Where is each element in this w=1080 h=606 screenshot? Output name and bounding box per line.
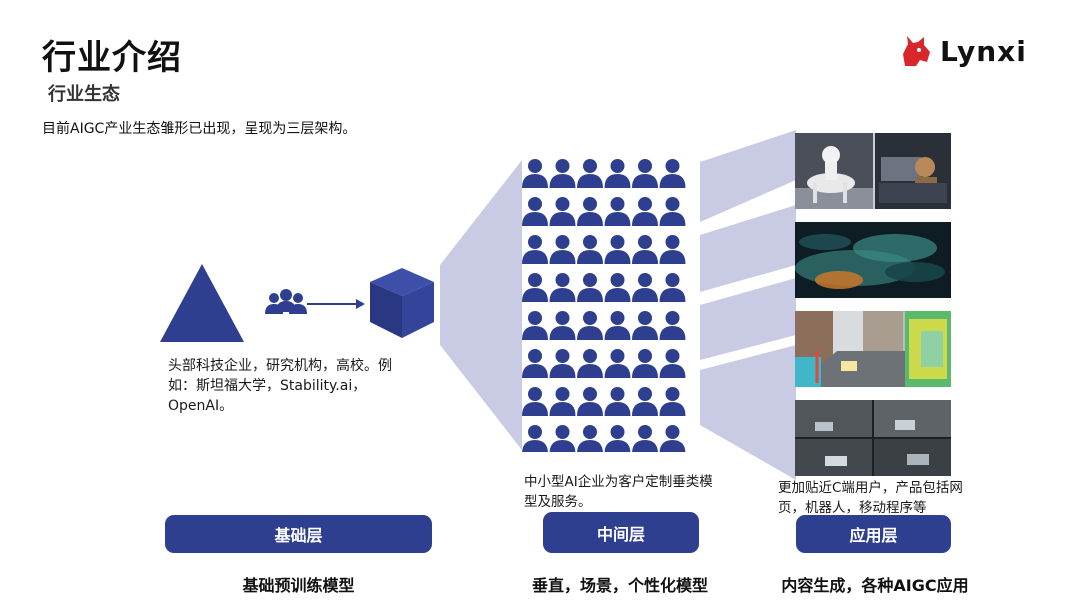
person-icon bbox=[522, 273, 548, 302]
person-icon bbox=[660, 387, 686, 416]
person-icon bbox=[522, 197, 548, 226]
person-icon bbox=[632, 425, 658, 452]
person-icon bbox=[605, 425, 631, 452]
person-icon bbox=[550, 273, 576, 302]
person-icon bbox=[522, 235, 548, 264]
person-icon bbox=[605, 197, 631, 226]
band-1 bbox=[700, 130, 796, 222]
person-icon bbox=[605, 159, 631, 188]
person-icon bbox=[660, 425, 686, 452]
person-icon bbox=[605, 349, 631, 378]
person-icon bbox=[605, 273, 631, 302]
page-title: 行业介绍 bbox=[42, 30, 182, 79]
base-to-middle-funnel bbox=[440, 155, 522, 455]
person-icon bbox=[660, 273, 686, 302]
person-icon bbox=[550, 311, 576, 340]
band-3 bbox=[700, 278, 796, 360]
middle-to-app-bands bbox=[700, 130, 796, 480]
person-icon bbox=[577, 235, 603, 264]
band-4 bbox=[700, 345, 796, 480]
application-layer-caption: 内容生成，各种AIGC应用 bbox=[770, 572, 980, 596]
application-layer-description: 更加贴近C端用户，产品包括网页，机器人，移动程序等 bbox=[778, 478, 988, 518]
person-icon bbox=[660, 349, 686, 378]
person-icon bbox=[550, 387, 576, 416]
page-subtitle: 行业生态 bbox=[48, 80, 120, 106]
person-icon bbox=[577, 197, 603, 226]
person-icon bbox=[550, 349, 576, 378]
person-icon bbox=[605, 311, 631, 340]
triangle-icon bbox=[160, 264, 244, 342]
person-icon bbox=[605, 235, 631, 264]
fluid-abstract-image bbox=[795, 222, 951, 298]
person-icon bbox=[577, 387, 603, 416]
person-icon bbox=[632, 235, 658, 264]
person-icon bbox=[632, 387, 658, 416]
base-layer-caption: 基础预训练模型 bbox=[165, 572, 432, 596]
lynxi-logo: Lynxi bbox=[900, 34, 1027, 68]
base-layer-diagram bbox=[160, 262, 440, 344]
middle-layer-people-grid bbox=[522, 152, 700, 452]
person-icon bbox=[522, 349, 548, 378]
base-layer-description: 头部科技企业，研究机构，高校。例如：斯坦福大学，Stability.ai，Ope… bbox=[168, 356, 408, 416]
person-icon bbox=[660, 235, 686, 264]
person-icon bbox=[660, 159, 686, 188]
person-icon bbox=[522, 159, 548, 188]
application-layer-button[interactable]: 应用层 bbox=[796, 515, 951, 553]
arrow-right-icon bbox=[307, 299, 365, 309]
logo-text: Lynxi bbox=[940, 35, 1027, 68]
person-icon bbox=[632, 349, 658, 378]
person-icon bbox=[522, 425, 548, 452]
person-icon bbox=[550, 425, 576, 452]
person-icon bbox=[632, 197, 658, 226]
person-icon bbox=[550, 159, 576, 188]
band-2 bbox=[700, 205, 796, 292]
people-group-icon bbox=[265, 289, 307, 314]
person-icon bbox=[577, 311, 603, 340]
person-icon bbox=[605, 387, 631, 416]
astronaut-horse-image bbox=[795, 133, 951, 209]
person-icon bbox=[577, 425, 603, 452]
person-icon bbox=[550, 235, 576, 264]
person-icon bbox=[550, 197, 576, 226]
person-icon bbox=[632, 273, 658, 302]
base-layer-button[interactable]: 基础层 bbox=[165, 515, 432, 553]
middle-layer-button[interactable]: 中间层 bbox=[543, 512, 699, 553]
person-icon bbox=[660, 311, 686, 340]
middle-layer-description: 中小型AI企业为客户定制垂类模型及服务。 bbox=[524, 472, 724, 512]
person-icon bbox=[577, 273, 603, 302]
middle-layer-caption: 垂直，场景，个性化模型 bbox=[470, 572, 770, 596]
person-icon bbox=[632, 159, 658, 188]
person-icon bbox=[577, 349, 603, 378]
street-segmentation-image bbox=[795, 311, 951, 387]
person-icon bbox=[632, 311, 658, 340]
person-icon bbox=[522, 387, 548, 416]
traffic-camera-image bbox=[795, 400, 951, 476]
person-icon bbox=[577, 159, 603, 188]
person-icon bbox=[522, 311, 548, 340]
lynx-head-icon bbox=[900, 34, 934, 68]
person-icon bbox=[660, 197, 686, 226]
intro-text: 目前AIGC产业生态雏形已出现，呈现为三层架构。 bbox=[42, 118, 356, 138]
cube-icon bbox=[370, 268, 434, 338]
